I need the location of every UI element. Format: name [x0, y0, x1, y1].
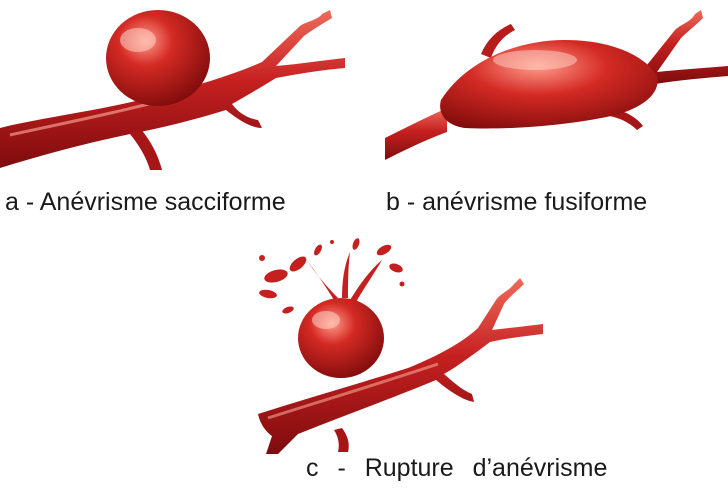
caption-saccular: a - Anévrisme sacciforme — [5, 190, 286, 215]
saccular-aneurysm-illustration — [0, 0, 345, 178]
artery-trunk — [258, 278, 543, 454]
caption-rupture: c - Rupture d’anévrisme — [306, 456, 607, 481]
fusiform-aneurysm-illustration — [385, 0, 728, 168]
ruptured-aneurysm-illustration — [238, 238, 543, 454]
ruptured-sac — [298, 298, 384, 378]
caption-fusiform: b - anévrisme fusiforme — [386, 190, 647, 215]
saccular-bulge — [106, 10, 210, 106]
